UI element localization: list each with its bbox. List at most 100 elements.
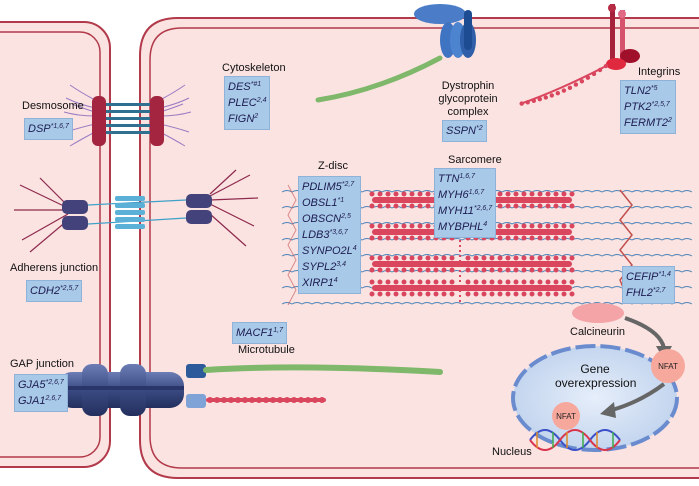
- myosin-head: [505, 267, 511, 273]
- actin-bead: [270, 397, 276, 403]
- gene-annotation: *2,5,7: [59, 285, 79, 292]
- nucleus-arrowhead: [600, 402, 616, 418]
- myosin-head: [409, 223, 415, 229]
- myosin-head: [481, 291, 487, 297]
- gene-label: TLN2*5: [624, 83, 672, 99]
- nfat-inner-circle: [552, 402, 580, 430]
- myosin-rod: [372, 285, 572, 291]
- actin-bead: [305, 397, 311, 403]
- label-adherens-junction: Adherens junction: [10, 262, 99, 274]
- gene-label: OBSL1*1: [302, 195, 357, 211]
- actin-bead: [312, 397, 318, 403]
- gap-junction-structure: [58, 364, 206, 416]
- myosin-head: [393, 191, 399, 197]
- gene-label: SYNPO2L4: [302, 243, 357, 259]
- myosin-head: [393, 267, 399, 273]
- myosin-head: [545, 235, 551, 241]
- gene-label: OBSCN2,5: [302, 211, 357, 227]
- actin-bead: [519, 101, 524, 106]
- label-dystrophin-line1: Dystrophin: [441, 80, 495, 92]
- gene-annotation: 2: [254, 113, 259, 120]
- myosin-head: [545, 255, 551, 261]
- myosin-head: [449, 291, 455, 297]
- actin-bead: [579, 79, 585, 84]
- gene-label: MYH11*2,6,7: [438, 203, 492, 219]
- gene-symbol: PLEC: [228, 97, 257, 109]
- gene-symbol: SYPL2: [302, 261, 337, 273]
- actin-bead: [543, 95, 548, 100]
- myosin-head: [441, 291, 447, 297]
- actin-bead: [567, 85, 573, 91]
- myosin-rod: [372, 261, 572, 267]
- myosin-head: [369, 291, 375, 297]
- calcineurin-shape: [572, 303, 624, 323]
- myosin-head: [497, 191, 503, 197]
- gene-label: PTK2*2,5,7: [624, 99, 672, 115]
- myosin-head: [569, 267, 575, 273]
- gene-annotation: *1: [337, 197, 345, 204]
- myosin-head: [553, 291, 559, 297]
- myosin-head: [377, 203, 383, 209]
- gene-symbol: MYH6: [438, 189, 469, 201]
- myosin-head: [529, 291, 535, 297]
- myosin-head: [433, 255, 439, 261]
- label-dystrophin-line3: complex: [447, 106, 489, 118]
- gene-annotation: 1,6,7: [468, 189, 485, 196]
- myosin-head: [505, 191, 511, 197]
- myosin-head: [545, 223, 551, 229]
- myosin-head: [401, 191, 407, 197]
- gene-box-microtubule: MACF11,7: [232, 322, 288, 344]
- gene-symbol: SSPN: [446, 125, 476, 137]
- myosin-head: [385, 279, 391, 285]
- myosin-head: [385, 291, 391, 297]
- myosin-head: [521, 255, 527, 261]
- label-z-disc: Z-disc: [318, 160, 348, 172]
- myosin-head: [417, 223, 423, 229]
- myosin-head: [545, 279, 551, 285]
- nfat-outer-circle: [651, 349, 685, 383]
- gene-symbol: CEFIP: [626, 271, 659, 283]
- myosin-head: [425, 267, 431, 273]
- myosin-head: [553, 223, 559, 229]
- myosin-head: [545, 291, 551, 297]
- calcineurin-arrow: [624, 316, 666, 349]
- myosin-head: [417, 291, 423, 297]
- myosin-head: [521, 191, 527, 197]
- gene-symbol: PTK2: [624, 101, 652, 113]
- myosin-head: [393, 235, 399, 241]
- myosin-head: [369, 267, 375, 273]
- label-gap-junction: GAP junction: [10, 358, 75, 370]
- myosin-head: [425, 223, 431, 229]
- gene-label: GJA5*2,6,7: [18, 377, 64, 393]
- myosin-head: [521, 235, 527, 241]
- myosin-head: [465, 279, 471, 285]
- label-microtubule: Microtubule: [238, 344, 295, 356]
- myosin-head: [481, 267, 487, 273]
- gene-box-dystrophin: SSPN*2: [442, 120, 487, 142]
- myosin-head: [513, 291, 519, 297]
- gene-annotation: *2,7: [341, 181, 355, 188]
- gene-label: CEFIP*1,4: [626, 269, 671, 285]
- myosin-head: [569, 191, 575, 197]
- myosin-head: [545, 267, 551, 273]
- myosin-head: [377, 255, 383, 261]
- label-calcineurin: Calcineurin: [570, 326, 626, 338]
- gene-label: GJA12,6,7: [18, 393, 64, 409]
- myosin-head: [561, 235, 567, 241]
- gene-label: SYPL23,4: [302, 259, 357, 275]
- myosin-head: [537, 267, 543, 273]
- myosin-head: [425, 255, 431, 261]
- myosin-head: [537, 191, 543, 197]
- myosin-head: [393, 223, 399, 229]
- myosin-head: [537, 291, 543, 297]
- gene-annotation: 1,7: [273, 327, 284, 334]
- myosin-head: [465, 255, 471, 261]
- myosin-head: [441, 279, 447, 285]
- myosin-head: [497, 291, 503, 297]
- myosin-head: [385, 203, 391, 209]
- myosin-head: [409, 279, 415, 285]
- myosin-head: [377, 223, 383, 229]
- myosin-head: [369, 203, 375, 209]
